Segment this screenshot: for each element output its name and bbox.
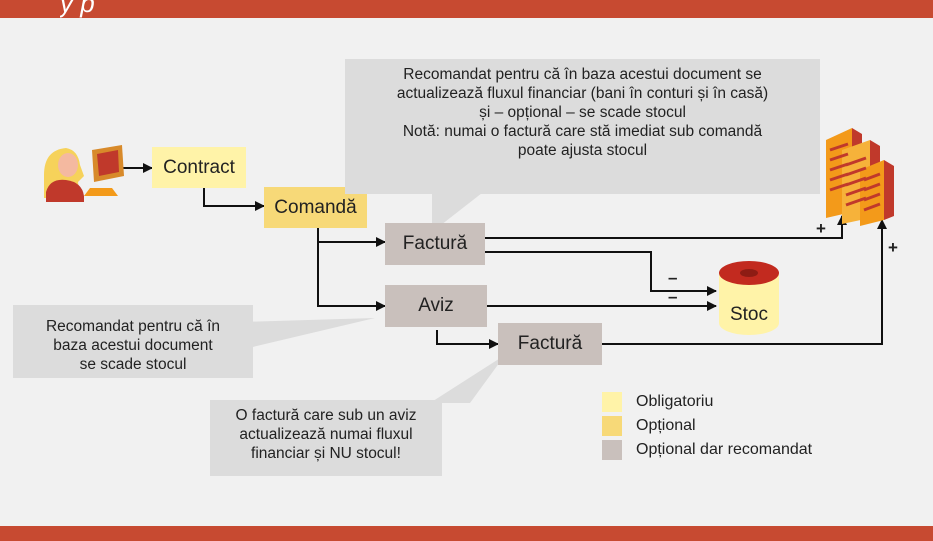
note-aviz-recommended: Recomandat pentru că în baza acestui doc…: [13, 305, 253, 378]
node-stoc: Stoc: [729, 304, 769, 325]
arrow-comanda-factura: [317, 228, 386, 247]
callout-pointer-left: [240, 318, 375, 350]
arrow-contract-comanda: [203, 188, 265, 211]
node-factura-2: Factură: [498, 323, 602, 365]
user-at-computer-icon: [44, 145, 124, 202]
node-aviz: Aviz: [385, 285, 487, 327]
arrow-comanda-aviz: [317, 242, 386, 311]
header-title: y p: [60, 0, 95, 18]
note-factura-recommended: Recomandat pentru că în baza acestui doc…: [345, 59, 820, 194]
plus-sign-factura-2: +: [888, 238, 898, 257]
minus-sign-aviz: –: [668, 287, 678, 306]
legend-label: Obligatoriu: [636, 393, 714, 410]
arrow-factura-finance: [485, 215, 847, 239]
legend-item-mandatory: Obligatoriu: [602, 392, 713, 412]
arrow-aviz-factura: [436, 330, 499, 349]
legend-item-optional: Opțional: [602, 416, 696, 436]
office-buildings-icon: [826, 128, 894, 226]
arrow-factura2-finance: [602, 219, 887, 345]
node-factura-1: Factură: [385, 223, 485, 265]
node-contract: Contract: [152, 147, 246, 188]
legend-label: Opțional dar recomandat: [636, 441, 813, 458]
stock-cylinder-icon: [719, 261, 779, 335]
legend-swatch-recommended: [602, 440, 622, 460]
legend-item-recommended: Opțional dar recomandat: [602, 440, 812, 460]
legend-swatch-optional: [602, 416, 622, 436]
footer-bar: [0, 526, 933, 541]
callout-pointer-bottom: [430, 355, 505, 403]
plus-sign-factura: +: [816, 219, 826, 238]
header-bar: y p: [0, 0, 933, 18]
legend-swatch-mandatory: [602, 392, 622, 412]
minus-sign-factura: –: [668, 268, 678, 287]
callout-pointer-top: [432, 193, 482, 232]
legend-label: Opțional: [636, 417, 696, 434]
arrow-factura-stoc: [485, 251, 717, 296]
note-factura-under-aviz: O factură care sub un aviz actualizează …: [210, 400, 442, 476]
